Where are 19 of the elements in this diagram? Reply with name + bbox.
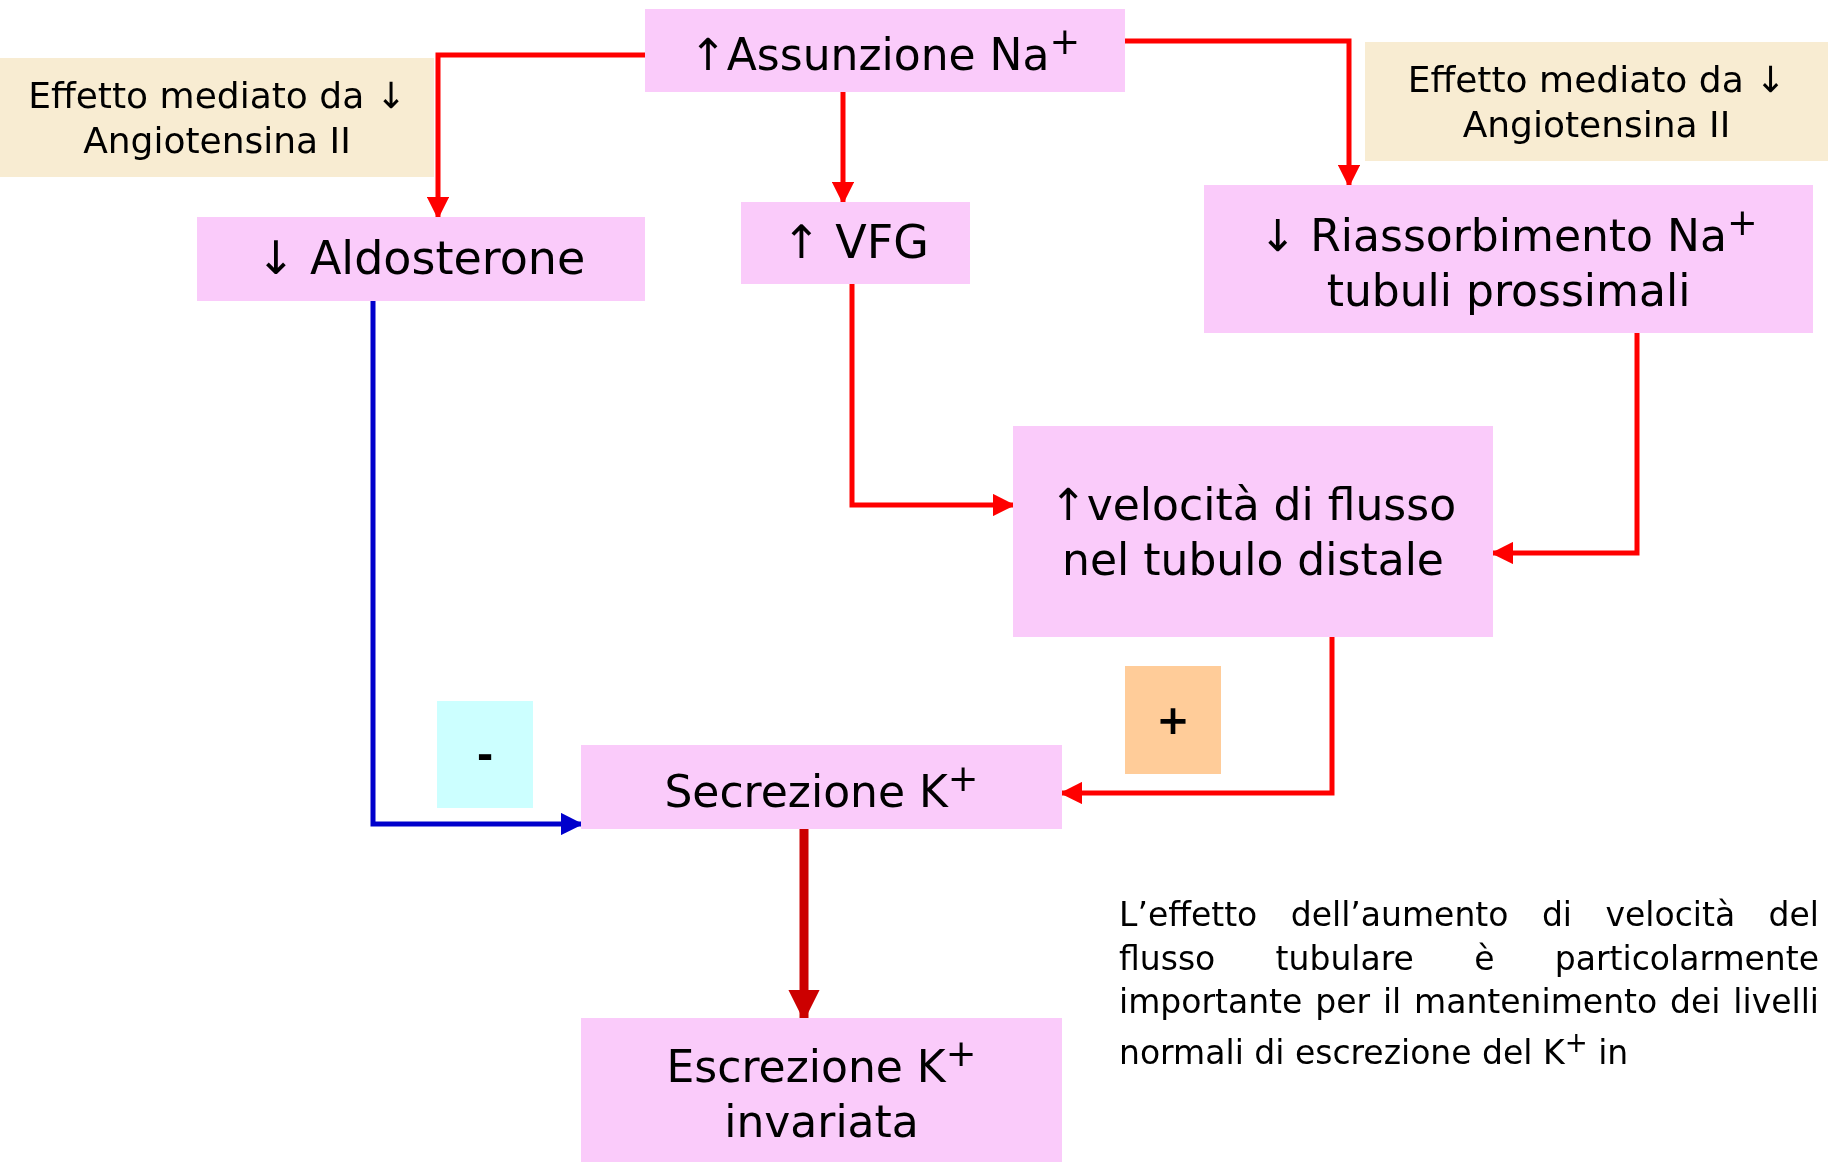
- note-paragraph: L’effetto dell’aumento di velocità del flusso tubulare è particolarmente importante per il mantenimento dei livelli normali di escrezione del K$^{+}$ in: [1119, 894, 1819, 1074]
- process-box: ↑velocità di flusso nel tubulo distale: [1013, 426, 1493, 637]
- process-box: ↑ VFG: [741, 202, 970, 284]
- arrow: [370, 301, 584, 836]
- sign-box: -: [437, 701, 533, 808]
- process-box: ↓ Riassorbimento Na$^{+}$ tubuli prossimali: [1204, 185, 1813, 333]
- process-box: Secrezione K$^{+}$: [581, 745, 1062, 829]
- process-box: Escrezione K$^{+}$ invariata: [581, 1018, 1062, 1162]
- arrow: [1059, 637, 1335, 805]
- arrow: [849, 284, 1016, 517]
- arrow: [831, 92, 855, 205]
- arrow: [1125, 38, 1361, 188]
- sign-box: +: [1125, 666, 1221, 774]
- arrow: [1490, 333, 1640, 565]
- note-box: Effetto mediato da ↓ Angiotensina II: [1365, 42, 1828, 161]
- note-box: Effetto mediato da ↓ Angiotensina II: [0, 58, 434, 177]
- arrow: [426, 52, 645, 220]
- process-box: ↑Assunzione Na$^{+}$: [645, 9, 1125, 92]
- process-box: ↓ Aldosterone: [197, 217, 645, 301]
